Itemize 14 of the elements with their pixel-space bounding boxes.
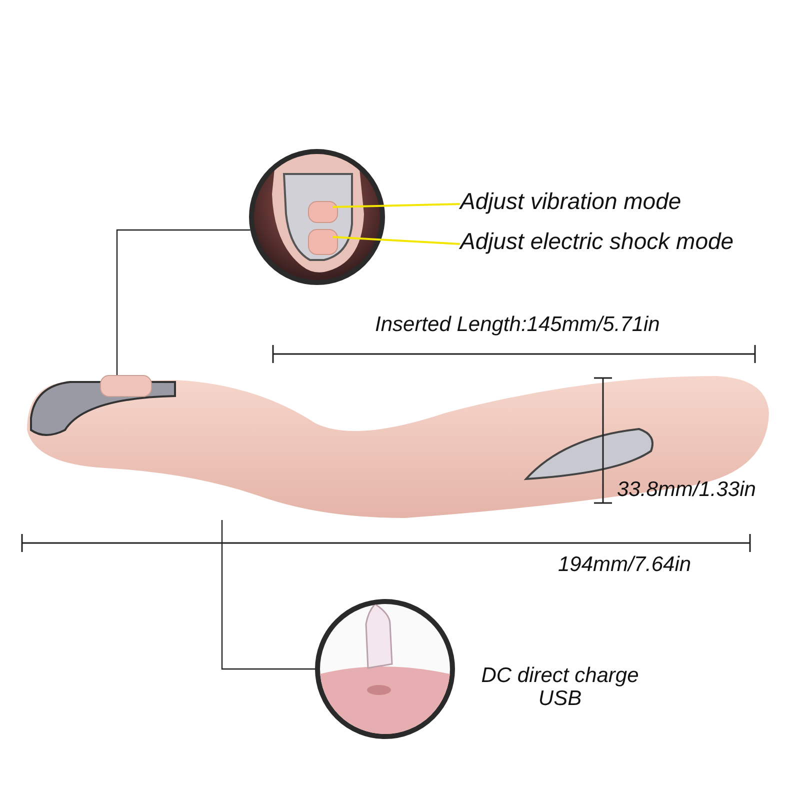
leader-line	[116, 229, 250, 375]
mode-button	[308, 201, 338, 223]
dimension-label: Inserted Length:145mm/5.71in	[375, 313, 660, 337]
callout-text: Adjust vibration mode	[460, 188, 682, 215]
callout-text: Adjust electric shock mode	[460, 228, 735, 255]
dimension-label: 194mm/7.64in	[558, 553, 692, 577]
mode-button	[308, 229, 338, 255]
leader-line	[332, 203, 460, 208]
callout-text: DC direct charge USB	[480, 664, 640, 710]
metal-electrode	[524, 427, 656, 481]
dimension-label: 33.8mm/1.33in	[617, 478, 756, 502]
leader-line	[332, 236, 460, 245]
leader-line	[221, 520, 315, 670]
control-button	[100, 375, 152, 397]
